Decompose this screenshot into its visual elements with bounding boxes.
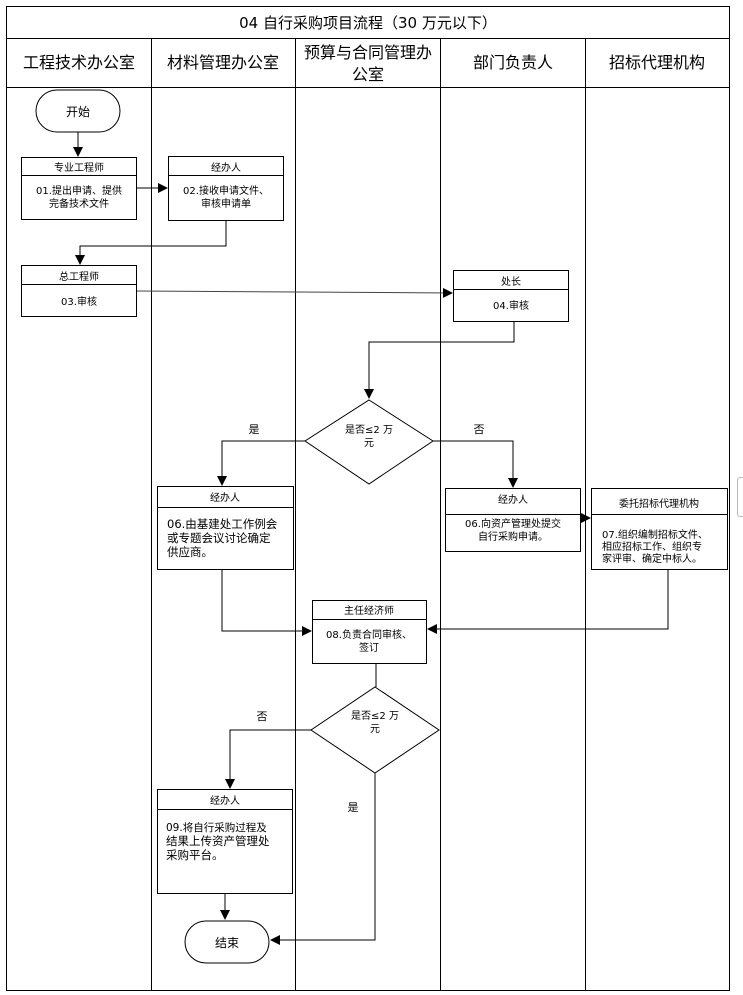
- decision-2-text: 是否≤2 万: [351, 710, 399, 722]
- step-03-role: 总工程师: [59, 270, 99, 283]
- step-07-box: 委托招标代理机构 07.组织编制招标文件、 相应招标工作、组织专 家评审、确定中…: [591, 488, 728, 570]
- decision-2-no-label: 否: [257, 710, 268, 723]
- side-panel-handle[interactable]: [737, 477, 743, 517]
- step-07-text-line3: 家评审、确定中标人。: [602, 552, 702, 565]
- step-03-text: 03.审核: [61, 295, 97, 308]
- step-09-text-line2: 结果上传资产管理处: [166, 834, 270, 848]
- connector-decision-1-yes: [217, 440, 305, 486]
- step-01-text-line2: 完备技术文件: [49, 197, 109, 210]
- step-04-role: 处长: [501, 276, 521, 288]
- step-08-role: 主任经济师: [344, 604, 394, 617]
- step-04-text: 04.审核: [493, 299, 529, 312]
- step-07-text-line2: 相应招标工作、组织专: [602, 540, 702, 553]
- step-06b-role: 经办人: [498, 493, 528, 506]
- connector-decision-2-no: [225, 729, 311, 789]
- decision-2-yes-label: 是: [348, 801, 359, 814]
- step-08-text-line2: 签订: [359, 641, 379, 654]
- step-02-text-line2: 审核申请单: [201, 197, 251, 210]
- step-02-text: 02.接收申请文件、: [183, 184, 269, 197]
- lane-header-budget-contract: 预算与合同管理办: [304, 43, 432, 62]
- step-06a-text-line2: 或专题会议讨论确定: [167, 531, 271, 545]
- step-02-box: 经办人 02.接收申请文件、 审核申请单: [168, 156, 284, 221]
- connector-decision-2-yes: [270, 773, 376, 945]
- decision-1-no-label: 否: [474, 423, 485, 436]
- step-06a-text-line3: 供应商。: [167, 545, 213, 559]
- start-label: 开始: [66, 105, 90, 119]
- decision-1-diamond: [304, 399, 434, 485]
- step-06a-role: 经办人: [210, 491, 240, 504]
- step-08-box: 主任经济师 08.负责合同审核、 签订: [312, 600, 427, 664]
- lane-header-materials: 材料管理办公室: [167, 53, 279, 72]
- step-01-role: 专业工程师: [54, 161, 104, 174]
- step-07-role: 委托招标代理机构: [619, 497, 699, 510]
- step-08-text: 08.负责合同审核、: [326, 628, 412, 641]
- connector-06a-to-08: [221, 570, 312, 636]
- decision-1-text: 是否≤2 万: [345, 424, 393, 436]
- step-09-text-line3: 采购平台。: [166, 848, 224, 862]
- lane-header-engineering: 工程技术办公室: [23, 53, 135, 72]
- outer-frame: [6, 6, 730, 991]
- end-terminal: [184, 920, 270, 964]
- step-06a-text: 06.由基建处工作例会: [167, 517, 278, 531]
- connector-04-to-decision-1: [364, 322, 515, 399]
- step-06b-text: 06.向资产管理处提交: [465, 517, 561, 530]
- step-09-text: 09.将自行采购过程及: [166, 821, 267, 834]
- page-title: 04 自行采购项目流程（30 万元以下）: [239, 14, 497, 32]
- decision-2-text-line2: 元: [370, 724, 380, 735]
- lane-header-budget-contract-line2: 公室: [352, 65, 384, 84]
- connector-decision-1-no: [433, 440, 518, 488]
- lane-header-dept-head: 部门负责人: [473, 53, 553, 72]
- connector-03-to-04: [136, 287, 453, 298]
- step-09-role: 经办人: [210, 794, 240, 807]
- step-01-text: 01.提出申请、提供: [36, 184, 122, 197]
- lane-header-bidding-agency: 招标代理机构: [609, 53, 705, 72]
- step-06b-text-line2: 自行采购申请。: [478, 530, 548, 543]
- step-04-box: 处长 04.审核: [453, 270, 569, 322]
- step-09-box: 经办人 09.将自行采购过程及 结果上传资产管理处 采购平台。: [157, 789, 293, 894]
- decision-1-text-line2: 元: [364, 438, 374, 449]
- step-01-box: 专业工程师 01.提出申请、提供 完备技术文件: [21, 157, 137, 220]
- connector-07-to-08: [427, 570, 669, 634]
- connector-02-to-03: [75, 221, 227, 265]
- end-label: 结束: [215, 936, 239, 950]
- step-06b-box: 经办人 06.向资产管理处提交 自行采购申请。: [445, 488, 581, 552]
- step-02-role: 经办人: [211, 161, 241, 174]
- step-03-box: 总工程师 03.审核: [21, 265, 137, 317]
- decision-1-yes-label: 是: [249, 423, 260, 436]
- step-06a-box: 经办人 06.由基建处工作例会 或专题会议讨论确定 供应商。: [157, 486, 294, 570]
- step-07-text: 07.组织编制招标文件、: [602, 528, 708, 541]
